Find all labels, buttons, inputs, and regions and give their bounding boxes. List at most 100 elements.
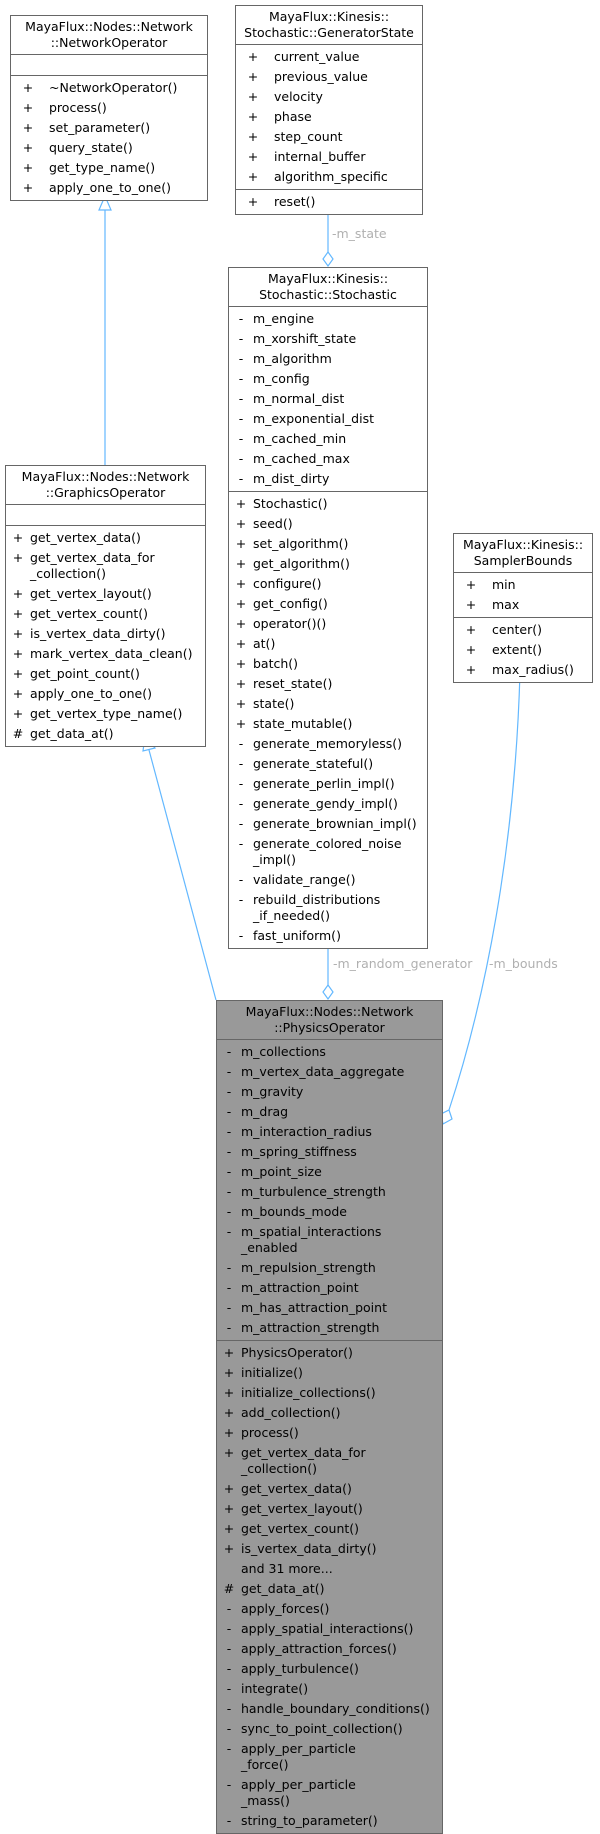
method-row[interactable]: +seed(): [229, 514, 427, 534]
method-row[interactable]: +process(): [217, 1423, 442, 1443]
method-row[interactable]: +initialize_collections(): [217, 1383, 442, 1403]
attribute-row[interactable]: -m_gravity: [217, 1082, 442, 1102]
attribute-row[interactable]: -m_exponential_dist: [229, 409, 427, 429]
method-row[interactable]: +get_point_count(): [6, 664, 205, 684]
method-row[interactable]: +get_vertex_data(): [217, 1479, 442, 1499]
method-row[interactable]: and 31 more...: [217, 1559, 442, 1579]
attribute-row[interactable]: -m_collections: [217, 1042, 442, 1062]
class-graphics-operator[interactable]: MayaFlux::Nodes::Network ::GraphicsOpera…: [5, 465, 206, 747]
class-physics-operator[interactable]: MayaFlux::Nodes::Network ::PhysicsOperat…: [216, 1000, 443, 1834]
attribute-row[interactable]: +previous_value: [236, 67, 422, 87]
method-row[interactable]: +get_type_name(): [11, 158, 207, 178]
method-row[interactable]: -integrate(): [217, 1679, 442, 1699]
method-row[interactable]: +get_vertex_type_name(): [6, 704, 205, 724]
attribute-row[interactable]: -m_config: [229, 369, 427, 389]
attribute-row[interactable]: -m_cached_max: [229, 449, 427, 469]
attribute-row[interactable]: -m_engine: [229, 309, 427, 329]
attribute-row[interactable]: +velocity: [236, 87, 422, 107]
attribute-row[interactable]: -m_spatial_interactions _enabled: [217, 1222, 442, 1258]
method-row[interactable]: -generate_perlin_impl(): [229, 774, 427, 794]
attribute-row[interactable]: -m_cached_min: [229, 429, 427, 449]
attribute-row[interactable]: -m_vertex_data_aggregate: [217, 1062, 442, 1082]
method-row[interactable]: +is_vertex_data_dirty(): [217, 1539, 442, 1559]
method-row[interactable]: -generate_brownian_impl(): [229, 814, 427, 834]
method-row[interactable]: +state(): [229, 694, 427, 714]
method-row[interactable]: +query_state(): [11, 138, 207, 158]
attribute-row[interactable]: +min: [454, 575, 592, 595]
attribute-row[interactable]: -m_attraction_strength: [217, 1318, 442, 1338]
method-row[interactable]: -generate_colored_noise _impl(): [229, 834, 427, 870]
method-row[interactable]: +apply_one_to_one(): [6, 684, 205, 704]
method-row[interactable]: +get_vertex_data_for _collection(): [6, 548, 205, 584]
method-row[interactable]: -fast_uniform(): [229, 926, 427, 946]
attribute-row[interactable]: -m_spring_stiffness: [217, 1142, 442, 1162]
method-row[interactable]: +get_vertex_count(): [217, 1519, 442, 1539]
method-row[interactable]: -validate_range(): [229, 870, 427, 890]
attribute-row[interactable]: +phase: [236, 107, 422, 127]
class-network-operator[interactable]: MayaFlux::Nodes::Network ::NetworkOperat…: [10, 15, 208, 201]
method-row[interactable]: +get_vertex_data_for _collection(): [217, 1443, 442, 1479]
method-row[interactable]: -generate_gendy_impl(): [229, 794, 427, 814]
method-row[interactable]: +operator()(): [229, 614, 427, 634]
method-row[interactable]: +configure(): [229, 574, 427, 594]
method-row[interactable]: +get_vertex_data(): [6, 528, 205, 548]
method-row[interactable]: +is_vertex_data_dirty(): [6, 624, 205, 644]
method-row[interactable]: +process(): [11, 98, 207, 118]
attribute-row[interactable]: -m_xorshift_state: [229, 329, 427, 349]
method-row[interactable]: +set_parameter(): [11, 118, 207, 138]
method-row[interactable]: +max_radius(): [454, 660, 592, 680]
method-row[interactable]: +mark_vertex_data_clean(): [6, 644, 205, 664]
method-row[interactable]: -handle_boundary_conditions(): [217, 1699, 442, 1719]
method-row[interactable]: -rebuild_distributions _if_needed(): [229, 890, 427, 926]
class-generator-state[interactable]: MayaFlux::Kinesis:: Stochastic::Generato…: [235, 5, 423, 215]
attribute-row[interactable]: +internal_buffer: [236, 147, 422, 167]
method-row[interactable]: +reset_state(): [229, 674, 427, 694]
method-row[interactable]: -string_to_parameter(): [217, 1811, 442, 1831]
attribute-row[interactable]: +current_value: [236, 47, 422, 67]
method-row[interactable]: +get_vertex_layout(): [6, 584, 205, 604]
method-row[interactable]: #get_data_at(): [6, 724, 205, 744]
method-row[interactable]: -apply_per_particle _force(): [217, 1739, 442, 1775]
attribute-row[interactable]: -m_dist_dirty: [229, 469, 427, 489]
attribute-row[interactable]: -m_normal_dist: [229, 389, 427, 409]
method-row[interactable]: -apply_forces(): [217, 1599, 442, 1619]
attribute-row[interactable]: -m_turbulence_strength: [217, 1182, 442, 1202]
method-row[interactable]: +Stochastic(): [229, 494, 427, 514]
attribute-row[interactable]: -m_has_attraction_point: [217, 1298, 442, 1318]
method-row[interactable]: -apply_turbulence(): [217, 1659, 442, 1679]
method-row[interactable]: +get_algorithm(): [229, 554, 427, 574]
method-row[interactable]: +extent(): [454, 640, 592, 660]
method-row[interactable]: #get_data_at(): [217, 1579, 442, 1599]
method-row[interactable]: +PhysicsOperator(): [217, 1343, 442, 1363]
attribute-row[interactable]: +max: [454, 595, 592, 615]
method-row[interactable]: +get_vertex_count(): [6, 604, 205, 624]
method-row[interactable]: +reset(): [236, 192, 422, 212]
attribute-row[interactable]: -m_repulsion_strength: [217, 1258, 442, 1278]
attribute-row[interactable]: -m_interaction_radius: [217, 1122, 442, 1142]
attribute-row[interactable]: -m_attraction_point: [217, 1278, 442, 1298]
method-row[interactable]: -apply_spatial_interactions(): [217, 1619, 442, 1639]
method-row[interactable]: -sync_to_point_collection(): [217, 1719, 442, 1739]
method-row[interactable]: +add_collection(): [217, 1403, 442, 1423]
method-row[interactable]: -generate_stateful(): [229, 754, 427, 774]
method-row[interactable]: +center(): [454, 620, 592, 640]
method-row[interactable]: +initialize(): [217, 1363, 442, 1383]
method-row[interactable]: +set_algorithm(): [229, 534, 427, 554]
method-row[interactable]: +state_mutable(): [229, 714, 427, 734]
class-sampler-bounds[interactable]: MayaFlux::Kinesis:: SamplerBounds+min+ma…: [453, 533, 593, 683]
attribute-row[interactable]: +algorithm_specific: [236, 167, 422, 187]
method-row[interactable]: -generate_memoryless(): [229, 734, 427, 754]
method-row[interactable]: +get_config(): [229, 594, 427, 614]
attribute-row[interactable]: -m_drag: [217, 1102, 442, 1122]
attribute-row[interactable]: -m_bounds_mode: [217, 1202, 442, 1222]
method-row[interactable]: +at(): [229, 634, 427, 654]
method-row[interactable]: +~NetworkOperator(): [11, 78, 207, 98]
attribute-row[interactable]: +step_count: [236, 127, 422, 147]
method-row[interactable]: -apply_attraction_forces(): [217, 1639, 442, 1659]
method-row[interactable]: -apply_per_particle _mass(): [217, 1775, 442, 1811]
class-stochastic[interactable]: MayaFlux::Kinesis:: Stochastic::Stochast…: [228, 267, 428, 949]
method-row[interactable]: +batch(): [229, 654, 427, 674]
attribute-row[interactable]: -m_algorithm: [229, 349, 427, 369]
method-row[interactable]: +apply_one_to_one(): [11, 178, 207, 198]
method-row[interactable]: +get_vertex_layout(): [217, 1499, 442, 1519]
